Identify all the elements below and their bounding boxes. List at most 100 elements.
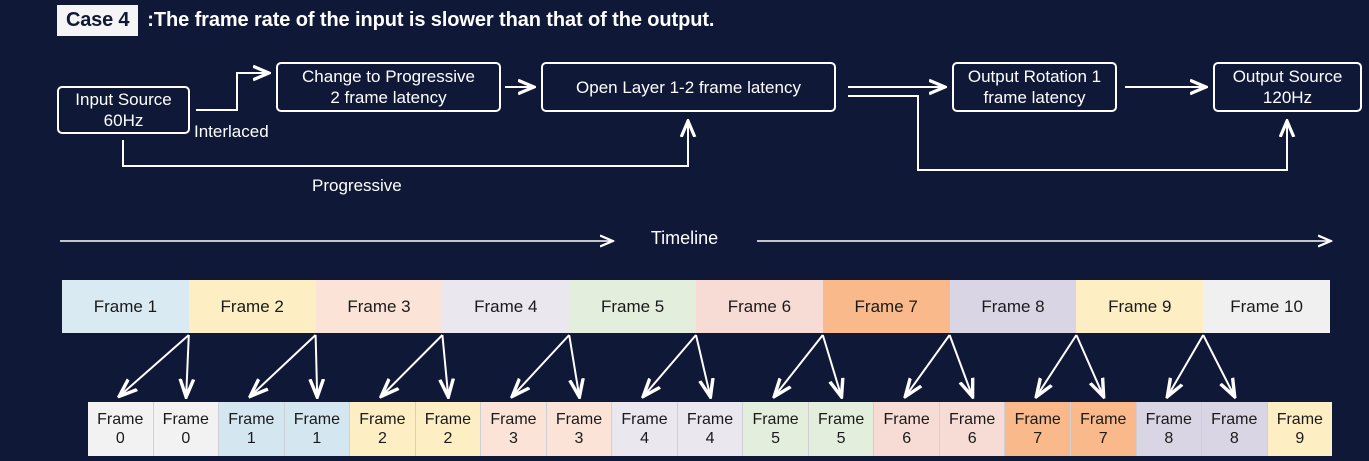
source-frame-cell: Frame 3 <box>315 280 443 333</box>
flow-box-change-progressive[interactable]: Change to Progressive 2 frame latency <box>276 62 501 112</box>
edge-label-interlaced: Interlaced <box>194 122 269 141</box>
flow-connectors <box>122 44 1369 171</box>
output-frame-label: Frame <box>752 411 799 428</box>
output-frame-cell: Frame 4 <box>612 402 678 456</box>
source-frame-label: Frame 10 <box>1230 296 1303 316</box>
page-title: :The frame rate of the input is slower t… <box>147 8 715 31</box>
output-frame-label: Frame <box>424 411 472 428</box>
source-frame-label: Frame 3 <box>347 296 411 316</box>
flow-box-input-source[interactable]: Input Source 60Hz <box>57 86 190 134</box>
source-frame-cell: Frame 4 <box>442 280 570 333</box>
output-frame-index: 6 <box>967 430 977 447</box>
source-frame-cell: Frame 10 <box>1203 280 1330 333</box>
output-frame-label: Frame <box>817 411 865 428</box>
output-frame-cell: Frame 8 <box>1202 402 1268 456</box>
output-frame-cell: Frame 2 <box>350 402 416 456</box>
source-frame-label: Frame 2 <box>220 296 284 316</box>
frame-map-arrow <box>775 334 824 395</box>
output-frame-label: Frame <box>1145 411 1192 428</box>
timeline-label: Timeline <box>650 228 719 248</box>
output-frame-index: 1 <box>246 430 256 447</box>
source-frame-cell: Frame 2 <box>188 280 316 333</box>
output-frame-label: Frame <box>228 411 275 428</box>
output-frame-cell: Frame 1 <box>219 402 285 456</box>
source-frame-label: Frame 1 <box>93 296 158 316</box>
source-frame-row: Frame 1 Frame 2 Frame 3 Frame 4 Frame 5 Frame… <box>62 280 1330 333</box>
frame-map-arrow <box>1168 334 1205 395</box>
frame-map-arrow <box>821 334 841 395</box>
output-frame-index: 0 <box>115 430 125 447</box>
output-frame-label: Frame <box>1014 411 1061 428</box>
output-frame-label: Frame <box>1276 411 1323 428</box>
source-frame-cell: Frame 6 <box>695 280 823 333</box>
output-frame-index: 7 <box>1098 430 1108 447</box>
output-frame-label: Frame <box>621 411 668 428</box>
frame-map-arrow <box>906 334 951 395</box>
frame-map-arrow <box>442 334 448 395</box>
frame-map-arrow <box>514 334 570 395</box>
source-frame-label: Frame 6 <box>727 296 792 316</box>
frame-map-arrow <box>121 334 190 395</box>
output-frame-label: Frame <box>883 411 930 428</box>
edge-label-progressive: Progressive <box>312 176 402 195</box>
frame-map-arrow <box>316 334 318 395</box>
output-frame-cell: Frame 3 <box>481 402 547 456</box>
output-frame-cell: Frame 9 <box>1267 402 1333 456</box>
source-frame-cell: Frame 7 <box>822 280 950 333</box>
source-frame-label: Frame 8 <box>981 296 1045 316</box>
output-frame-label: Frame <box>949 411 996 428</box>
output-frame-index: 8 <box>1164 430 1174 447</box>
output-frame-label: Frame <box>293 411 340 428</box>
output-frame-cell: Frame 5 <box>743 402 809 456</box>
case-badge: Case 4 <box>57 4 139 36</box>
source-frame-label: Frame 5 <box>600 296 665 316</box>
frame-map-arrow <box>186 334 189 395</box>
output-frame-label: Frame <box>162 411 209 428</box>
output-frame-label: Frame <box>359 411 406 428</box>
output-frame-label: Frame <box>1211 411 1258 428</box>
output-frame-cell: Frame 8 <box>1136 402 1203 456</box>
source-frame-cell: Frame 5 <box>569 280 696 333</box>
flow-box-open-layer[interactable]: Open Layer 1-2 frame latency <box>541 62 836 112</box>
output-frame-index: 0 <box>181 430 191 447</box>
output-frame-cell: Frame 2 <box>415 402 482 456</box>
output-frame-index: 9 <box>1295 430 1305 447</box>
output-frame-index: 7 <box>1033 430 1043 447</box>
output-frame-index: 3 <box>509 430 518 447</box>
source-frame-label: Frame 7 <box>854 296 918 316</box>
source-frame-label: Frame 4 <box>474 296 538 316</box>
output-frame-cell: Frame 3 <box>546 402 613 456</box>
output-frame-index: 1 <box>312 430 322 447</box>
flow-diagram: Input Source 60Hz Change to Progressive … <box>0 44 1369 214</box>
output-frame-label: Frame <box>1080 411 1127 428</box>
frame-map-arrow <box>1075 334 1102 395</box>
output-frame-label: Frame <box>490 411 537 428</box>
frame-map-arrow <box>568 334 579 395</box>
output-frame-index: 2 <box>443 430 453 447</box>
output-frame-index: 3 <box>574 430 584 447</box>
frame-map-arrow <box>695 334 710 395</box>
output-frame-index: 5 <box>771 430 781 447</box>
output-frame-cell: Frame 5 <box>808 402 875 456</box>
frame-map-arrow <box>1202 334 1234 395</box>
output-frame-index: 4 <box>640 430 649 447</box>
flow-box-output-source[interactable]: Output Source 120Hz <box>1213 62 1362 112</box>
page-header: Case 4 :The frame rate of the input is s… <box>57 4 715 36</box>
source-frame-cell: Frame 1 <box>62 280 189 333</box>
source-frame-label: Frame 9 <box>1108 296 1172 316</box>
output-frame-index: 5 <box>836 430 846 447</box>
frame-mapping-arrows <box>0 334 1369 403</box>
output-frame-index: 8 <box>1229 430 1239 447</box>
frame-map-arrow <box>645 334 697 395</box>
source-frame-cell: Frame 9 <box>1076 280 1204 333</box>
frame-map-arrow <box>383 334 444 395</box>
output-frame-index: 2 <box>377 430 387 447</box>
output-frame-cell: Frame 6 <box>939 402 1006 456</box>
flow-box-output-rotation[interactable]: Output Rotation 1 frame latency <box>952 62 1117 112</box>
frame-map-arrow <box>948 334 972 395</box>
output-frame-label: Frame <box>555 411 603 428</box>
